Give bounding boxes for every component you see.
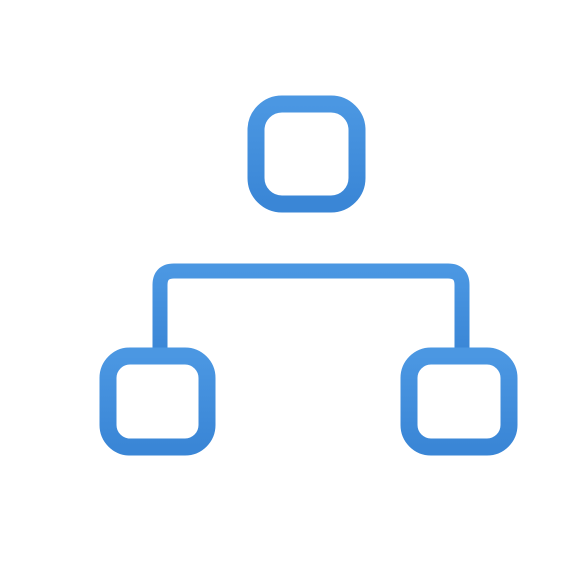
horizontal-branch: [152, 263, 470, 360]
connector-lines: [152, 203, 470, 360]
top-node-box: [247, 95, 366, 213]
bottom-left-node-box: [99, 347, 216, 456]
bottom-right-node-box: [400, 347, 518, 456]
